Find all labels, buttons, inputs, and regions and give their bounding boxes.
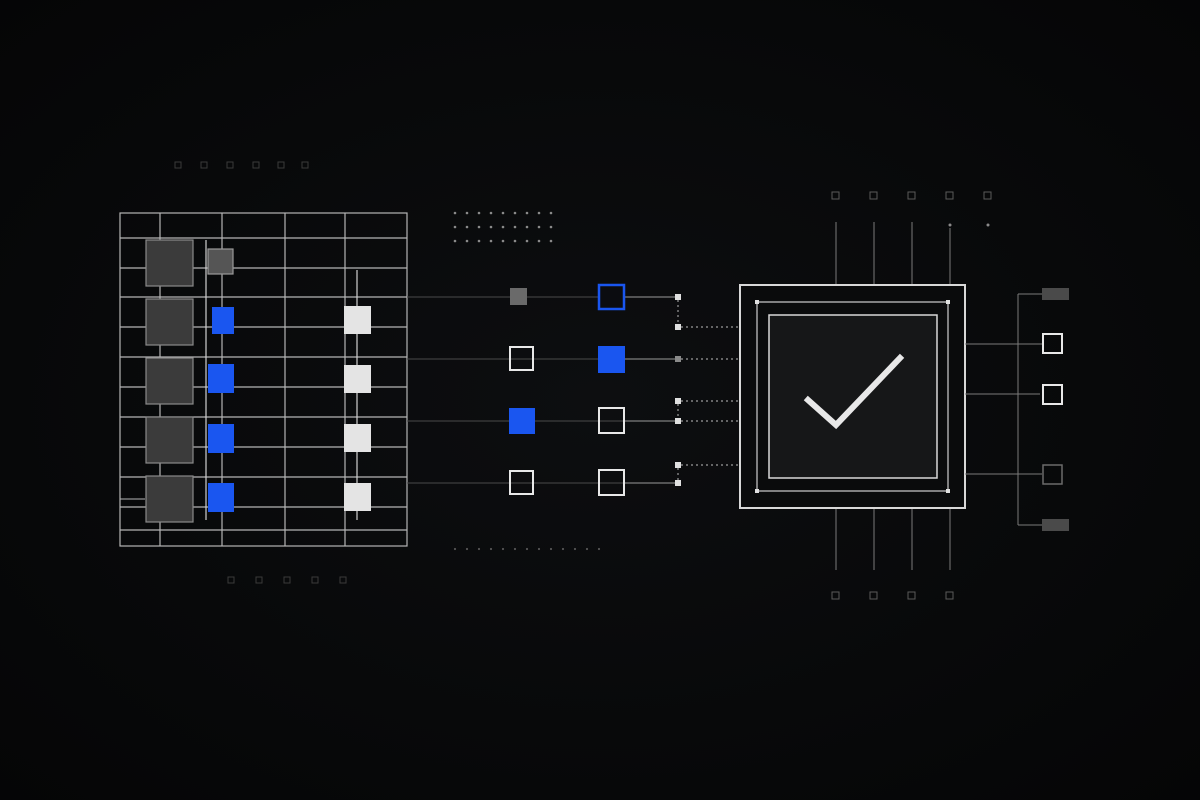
grid-blue-cells <box>208 307 234 512</box>
flow-node-blue <box>598 346 625 373</box>
grid-cell <box>145 357 194 405</box>
validator-mid-frame <box>756 301 949 492</box>
validator-decor-dots <box>948 223 990 227</box>
decor-dots-bottom-left <box>227 576 347 584</box>
flow-node-blue <box>509 408 535 434</box>
grid-cell-light <box>344 424 371 452</box>
validator-decor-squares <box>831 191 992 600</box>
grid-cell <box>145 416 194 464</box>
grid-cell <box>145 239 194 287</box>
flow-lines-bright <box>625 296 676 484</box>
grid-cell-light <box>344 365 371 393</box>
output-bar <box>1042 288 1069 300</box>
junction-dashes <box>677 300 740 480</box>
validator-pins-top <box>835 222 951 285</box>
grid-light-cells <box>344 306 371 511</box>
grid-gray-cells <box>145 239 194 523</box>
output-node <box>1042 333 1063 354</box>
flow-node-outline <box>509 470 534 495</box>
grid-cell-blue <box>208 483 234 512</box>
flow-node-gray <box>510 288 527 305</box>
flow-node-outline <box>598 469 625 496</box>
output-node <box>1042 384 1063 405</box>
flow-lines <box>407 296 680 484</box>
validator-pins-bottom <box>835 508 951 570</box>
decor-dots-top-left <box>174 161 309 169</box>
grid-cell-light <box>344 306 371 334</box>
flow-node-outline <box>509 346 534 371</box>
output-bus <box>965 293 1042 526</box>
grid-input-ticks <box>120 267 145 500</box>
junction-markers <box>675 294 681 486</box>
validator-corner-marks <box>755 300 950 493</box>
dot-matrix-top <box>453 211 553 243</box>
dot-row-bottom <box>453 547 601 551</box>
grid-cell-small <box>207 248 234 275</box>
output-bar <box>1042 519 1069 531</box>
output-node-dim <box>1042 464 1063 485</box>
flow-node-blue-outline <box>597 283 626 311</box>
grid-cell-light <box>344 483 371 511</box>
grid-cell <box>145 475 194 523</box>
grid-cell <box>145 298 194 346</box>
grid-cell-blue <box>212 307 234 334</box>
grid-cell-blue <box>208 424 234 453</box>
grid-cell-blue <box>208 364 234 393</box>
check-icon <box>803 353 905 430</box>
flow-node-outline <box>598 407 625 434</box>
validator-inner-frame <box>768 314 938 479</box>
